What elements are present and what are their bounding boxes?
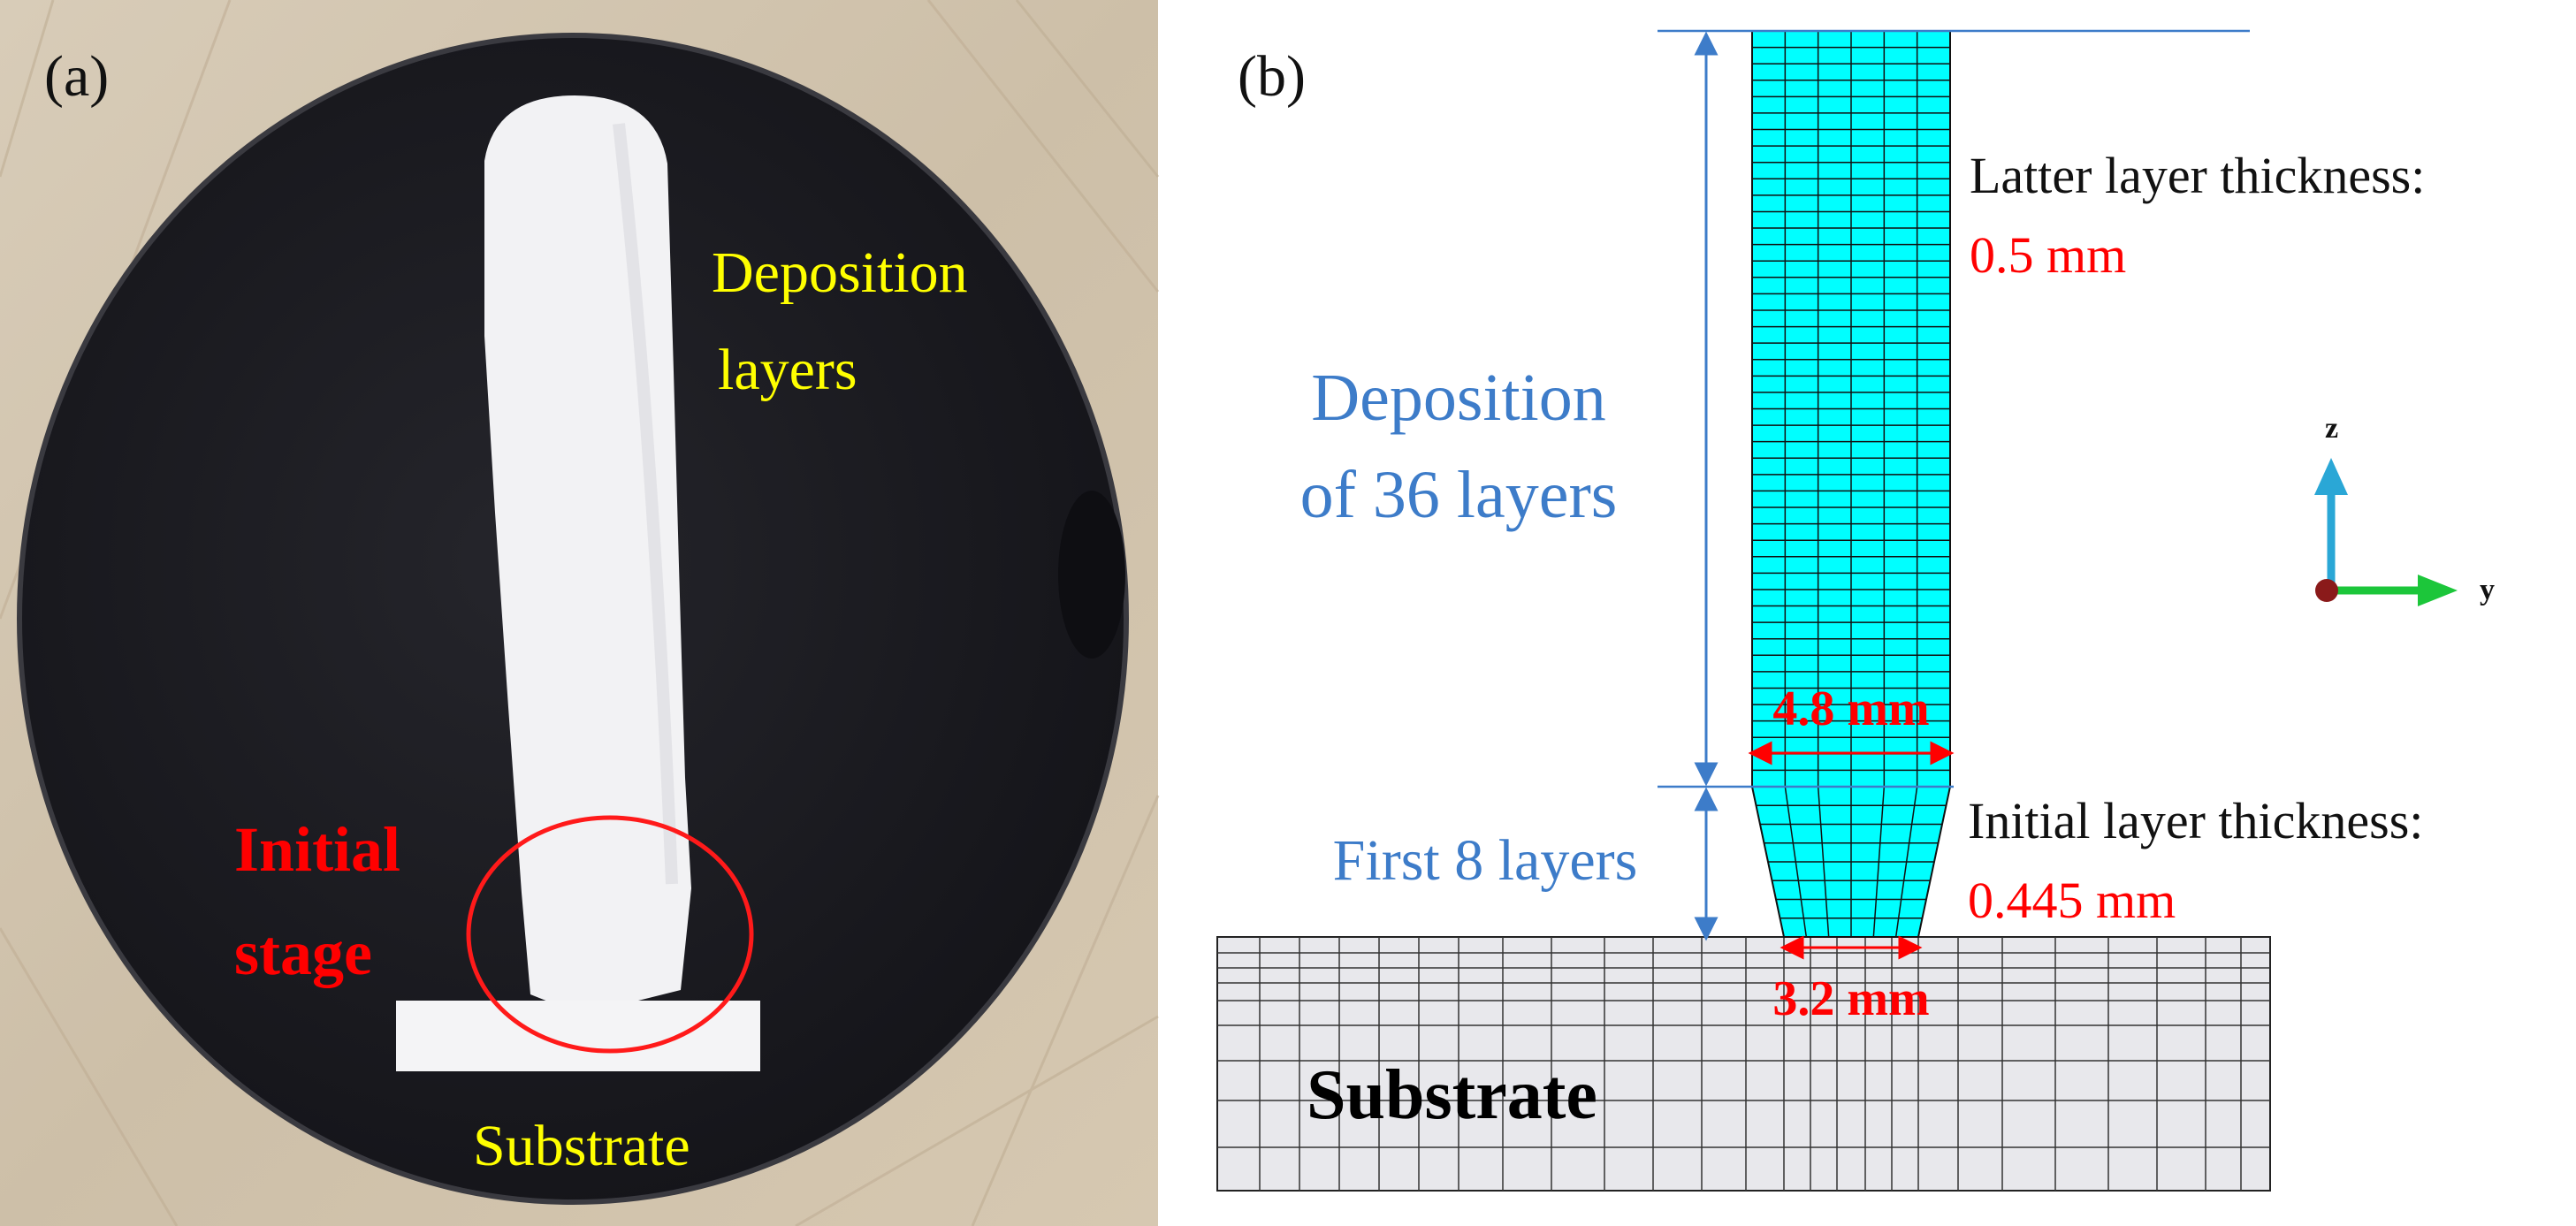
wall-shadow xyxy=(613,123,678,885)
panel-b-diagram: (b) Deposition of 36 layers First 8 laye… xyxy=(1216,29,2495,1192)
deposition-layers-label-line2: layers xyxy=(718,338,857,402)
latter-thickness-label: Latter layer thickness: xyxy=(1970,147,2425,204)
substrate-mesh xyxy=(1216,936,2271,1192)
y-axis-arrowhead xyxy=(2418,575,2458,606)
y-axis-label: y xyxy=(2480,574,2495,606)
bottom-width-label: 3.2 mm xyxy=(1772,971,1929,1026)
z-axis-label: z xyxy=(2325,412,2338,445)
initial-stage-label-line1: Initial xyxy=(234,814,400,885)
x-axis-origin-marker xyxy=(2315,579,2338,602)
initial-thickness-label: Initial layer thickness: xyxy=(1968,792,2423,849)
z-axis-arrowhead xyxy=(2314,458,2348,495)
axis-triad: z y xyxy=(2314,412,2495,606)
latter-thickness-value: 0.5 mm xyxy=(1970,226,2126,284)
panel-a-photo: (a) Deposition layers Initial stage Subs… xyxy=(0,0,1160,1226)
deposition-of-layers-line2: of 36 layers xyxy=(1300,458,1618,532)
initial-stage-label-line2: stage xyxy=(234,918,372,988)
deposition-layers-label-line1: Deposition xyxy=(712,240,968,305)
deposition-of-layers-line1: Deposition xyxy=(1311,361,1606,435)
disk-edge-highlight xyxy=(17,33,1129,1205)
panel-a-label: (a) xyxy=(44,44,109,109)
initial-stage-circle xyxy=(466,815,754,1054)
first-layers-label: First 8 layers xyxy=(1333,828,1638,893)
substrate-label-a: Substrate xyxy=(473,1114,690,1178)
deposition-mesh xyxy=(1751,30,1951,938)
top-width-label: 4.8 mm xyxy=(1772,682,1929,736)
substrate-label-b: Substrate xyxy=(1307,1056,1597,1134)
disk-notch xyxy=(1058,491,1125,659)
substrate-plate xyxy=(396,1001,760,1071)
initial-thickness-value: 0.445 mm xyxy=(1968,872,2176,929)
substrate-block xyxy=(1216,936,2271,1192)
panel-b-label: (b) xyxy=(1238,44,1306,109)
